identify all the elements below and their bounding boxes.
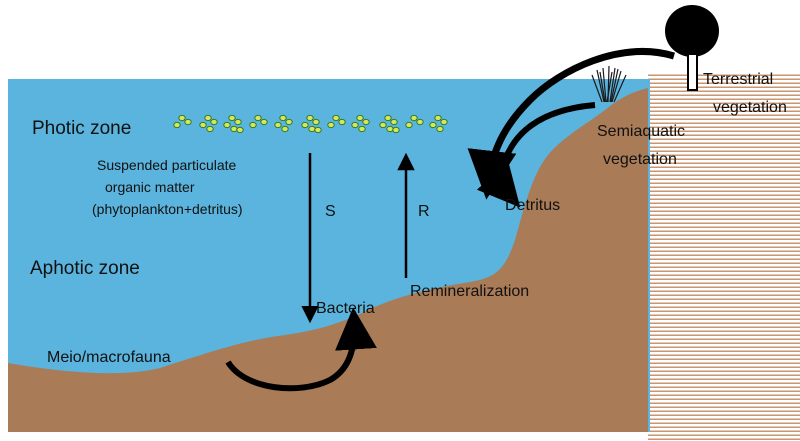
remineralization-label: Remineralization <box>410 283 529 300</box>
phytoplankton-cell-icon <box>309 126 315 131</box>
phytoplankton-cell-icon <box>430 122 436 127</box>
aphotic-zone-label: Aphotic zone <box>30 258 140 279</box>
phytoplankton-cell-icon <box>363 119 369 124</box>
phytoplankton-cell-icon <box>174 122 180 127</box>
phytoplankton-cell-icon <box>307 115 313 120</box>
phytoplankton-cell-icon <box>333 115 339 120</box>
phytoplankton-cell-icon <box>237 127 243 132</box>
phytoplankton-cell-icon <box>185 119 191 124</box>
phytoplankton-cell-icon <box>224 122 230 127</box>
spom-label-line3: (phytoplankton+detritus) <box>92 201 243 217</box>
detritus-label: Detritus <box>505 197 560 214</box>
phytoplankton-cell-icon <box>411 115 417 120</box>
phytoplankton-cell-icon <box>235 119 241 124</box>
phytoplankton-cell-icon <box>211 119 217 124</box>
phytoplankton-cell-icon <box>357 115 363 120</box>
phytoplankton-cell-icon <box>179 115 185 120</box>
phytoplankton-cell-icon <box>328 122 334 127</box>
phytoplankton-cell-icon <box>200 122 206 127</box>
meio-macrofauna-label: Meio/macrofauna <box>47 349 171 366</box>
phytoplankton-cell-icon <box>205 115 211 120</box>
phytoplankton-cell-icon <box>315 127 321 132</box>
phytoplankton-cell-icon <box>286 119 292 124</box>
remineralization-r-label: R <box>418 203 430 220</box>
photic-zone-label: Photic zone <box>32 118 131 139</box>
phytoplankton-cell-icon <box>435 115 441 120</box>
phytoplankton-cell-icon <box>207 126 213 131</box>
phytoplankton-cell-icon <box>229 115 235 120</box>
phytoplankton-cell-icon <box>406 122 412 127</box>
spom-label-line1: Suspended particulate <box>97 157 237 173</box>
phytoplankton-cell-icon <box>380 122 386 127</box>
spom-label-line2: organic matter <box>105 179 195 195</box>
phytoplankton-cell-icon <box>385 115 391 120</box>
phytoplankton-cell-icon <box>255 115 261 120</box>
phytoplankton-cell-icon <box>313 119 319 124</box>
phytoplankton-cell-icon <box>231 126 237 131</box>
phytoplankton-cell-icon <box>352 122 358 127</box>
phytoplankton-cell-icon <box>250 122 256 127</box>
semiaquatic-label-line2: vegetation <box>603 151 677 168</box>
terrestrial-label-line2: vegetation <box>713 99 787 116</box>
phytoplankton-cell-icon <box>391 119 397 124</box>
phytoplankton-cell-icon <box>302 122 308 127</box>
phytoplankton-cell-icon <box>393 127 399 132</box>
phytoplankton-cell-icon <box>282 126 288 131</box>
phytoplankton-cell-icon <box>437 126 443 131</box>
phytoplankton-cell-icon <box>275 122 281 127</box>
phytoplankton-cell-icon <box>261 119 267 124</box>
phytoplankton-cell-icon <box>359 126 365 131</box>
phytoplankton-cell-icon <box>280 115 286 120</box>
phytoplankton-cell-icon <box>339 119 345 124</box>
terrestrial-label-line1: Terrestrial <box>703 71 773 88</box>
phytoplankton-cell-icon <box>387 126 393 131</box>
semiaquatic-label-line1: Semiaquatic <box>597 123 685 140</box>
sinking-label: S <box>325 203 336 220</box>
bacteria-label: Bacteria <box>316 300 375 317</box>
phytoplankton-cell-icon <box>441 119 447 124</box>
phytoplankton-cell-icon <box>417 119 423 124</box>
